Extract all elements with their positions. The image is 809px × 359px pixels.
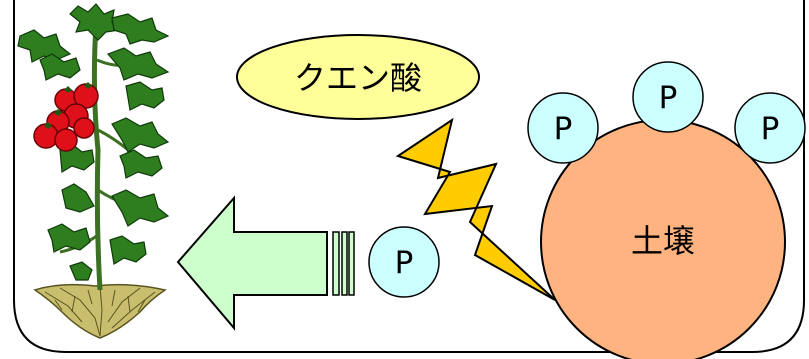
- tomato-plant-icon: [17, 3, 170, 339]
- phosphate-bound-right: P: [734, 92, 806, 164]
- phosphate-released: P: [368, 226, 440, 298]
- tomato-fruits: [33, 83, 99, 152]
- plant-stem: [91, 23, 103, 291]
- phosphate-label: P: [659, 80, 678, 116]
- phosphate-label: P: [761, 111, 780, 147]
- soil-label: 土壌: [631, 222, 695, 260]
- plant-leaves: [17, 3, 170, 281]
- citric-acid-bubble: クエン酸: [236, 34, 480, 120]
- phosphate-label: P: [554, 111, 573, 147]
- citric-acid-label: クエン酸: [294, 59, 422, 97]
- left-arrow-icon: [176, 195, 355, 331]
- phosphate-bound-top: P: [632, 61, 704, 133]
- phosphate-bound-left: P: [527, 92, 599, 164]
- plant-roots: [33, 283, 167, 339]
- container-frame: [13, 0, 805, 353]
- soil-particle: 土壌: [540, 119, 786, 359]
- phosphate-label: P: [395, 245, 414, 281]
